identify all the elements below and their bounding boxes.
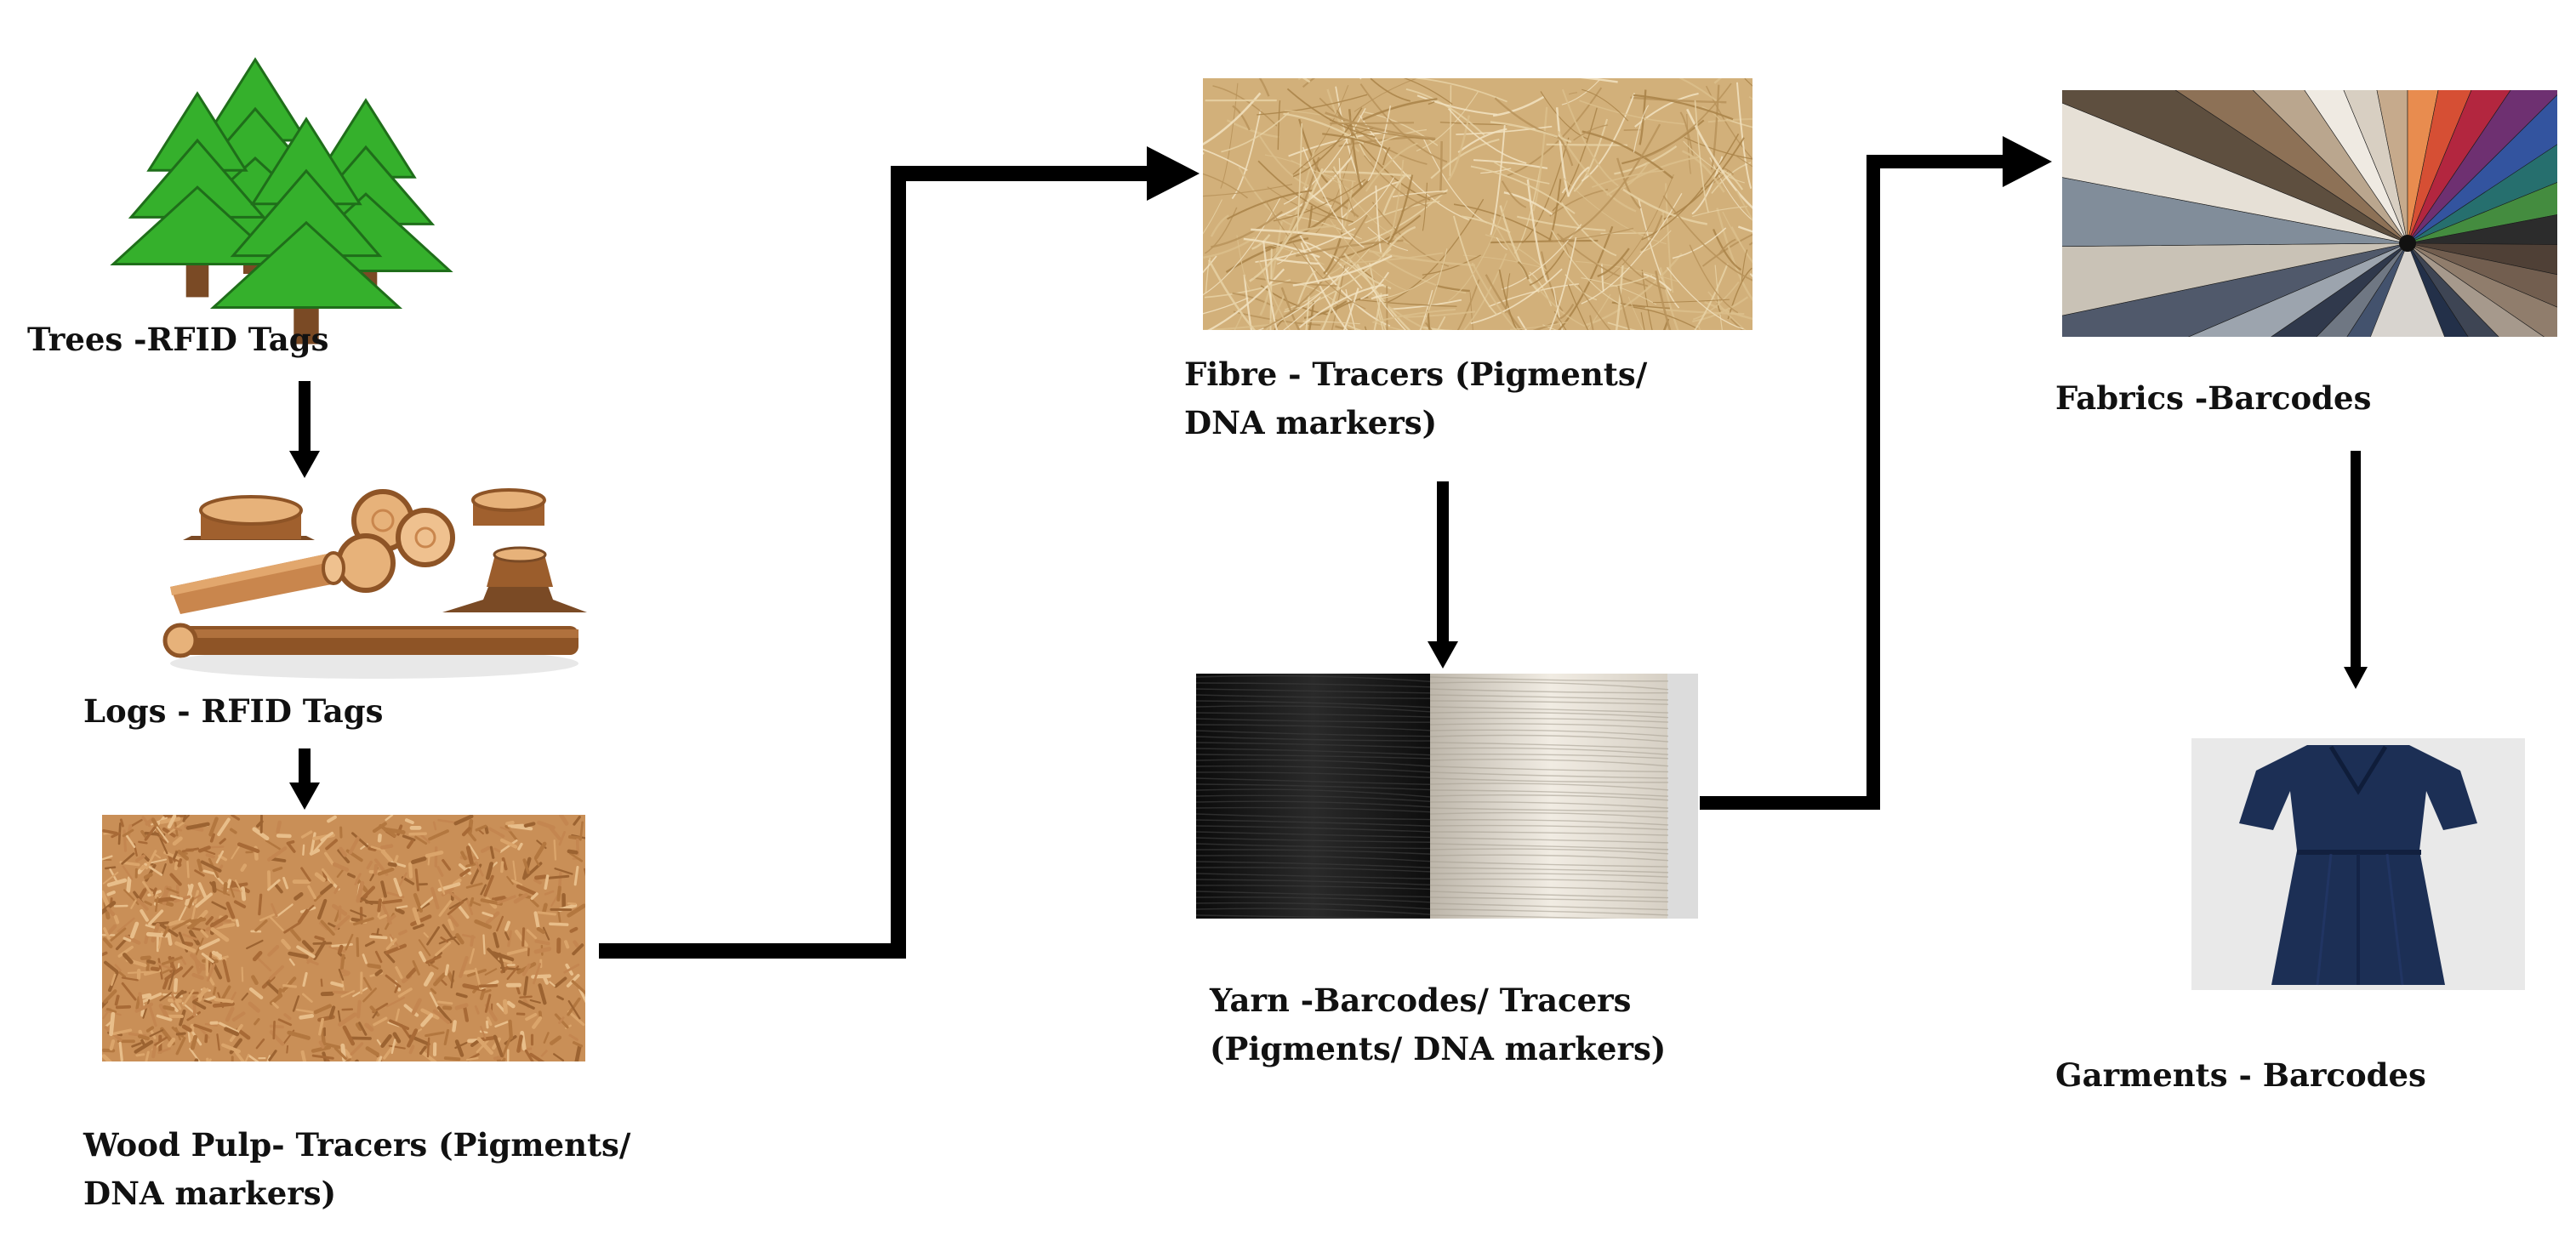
arrow-yarn-to-fabrics bbox=[1700, 136, 2052, 810]
arrow-trees-to-logs bbox=[289, 381, 320, 478]
arrow-fabrics-to-garments bbox=[2344, 451, 2368, 689]
yarn-label: Yarn -Barcodes/ Tracers (Pigments/ DNA m… bbox=[1210, 982, 1667, 1067]
fibre-label: Fibre - Tracers (Pigments/ DNA markers) bbox=[1184, 356, 1648, 441]
trees-label: Trees -RFID Tags bbox=[27, 321, 329, 358]
arrow-fibre-to-yarn bbox=[1428, 481, 1458, 669]
garments-label: Garments - Barcodes bbox=[2055, 1056, 2426, 1094]
wood-pulp-label: Wood Pulp- Tracers (Pigments/ DNA marker… bbox=[83, 1126, 631, 1212]
yarn-spools-image bbox=[1196, 674, 1698, 919]
flow-arrows bbox=[289, 136, 2368, 959]
arrow-logs-to-pulp bbox=[289, 748, 320, 810]
logs-icon bbox=[162, 488, 587, 679]
fabric-swatches-image bbox=[2062, 90, 2557, 337]
logs-label: Logs - RFID Tags bbox=[83, 692, 384, 730]
fabrics-label: Fabrics -Barcodes bbox=[2055, 379, 2372, 417]
fibre-image bbox=[1203, 78, 1752, 330]
tree-cluster-icon bbox=[110, 57, 453, 344]
wood-pulp-image bbox=[102, 815, 585, 1061]
dress-image bbox=[2191, 738, 2525, 990]
arrow-pulp-to-fibre bbox=[599, 146, 1200, 959]
